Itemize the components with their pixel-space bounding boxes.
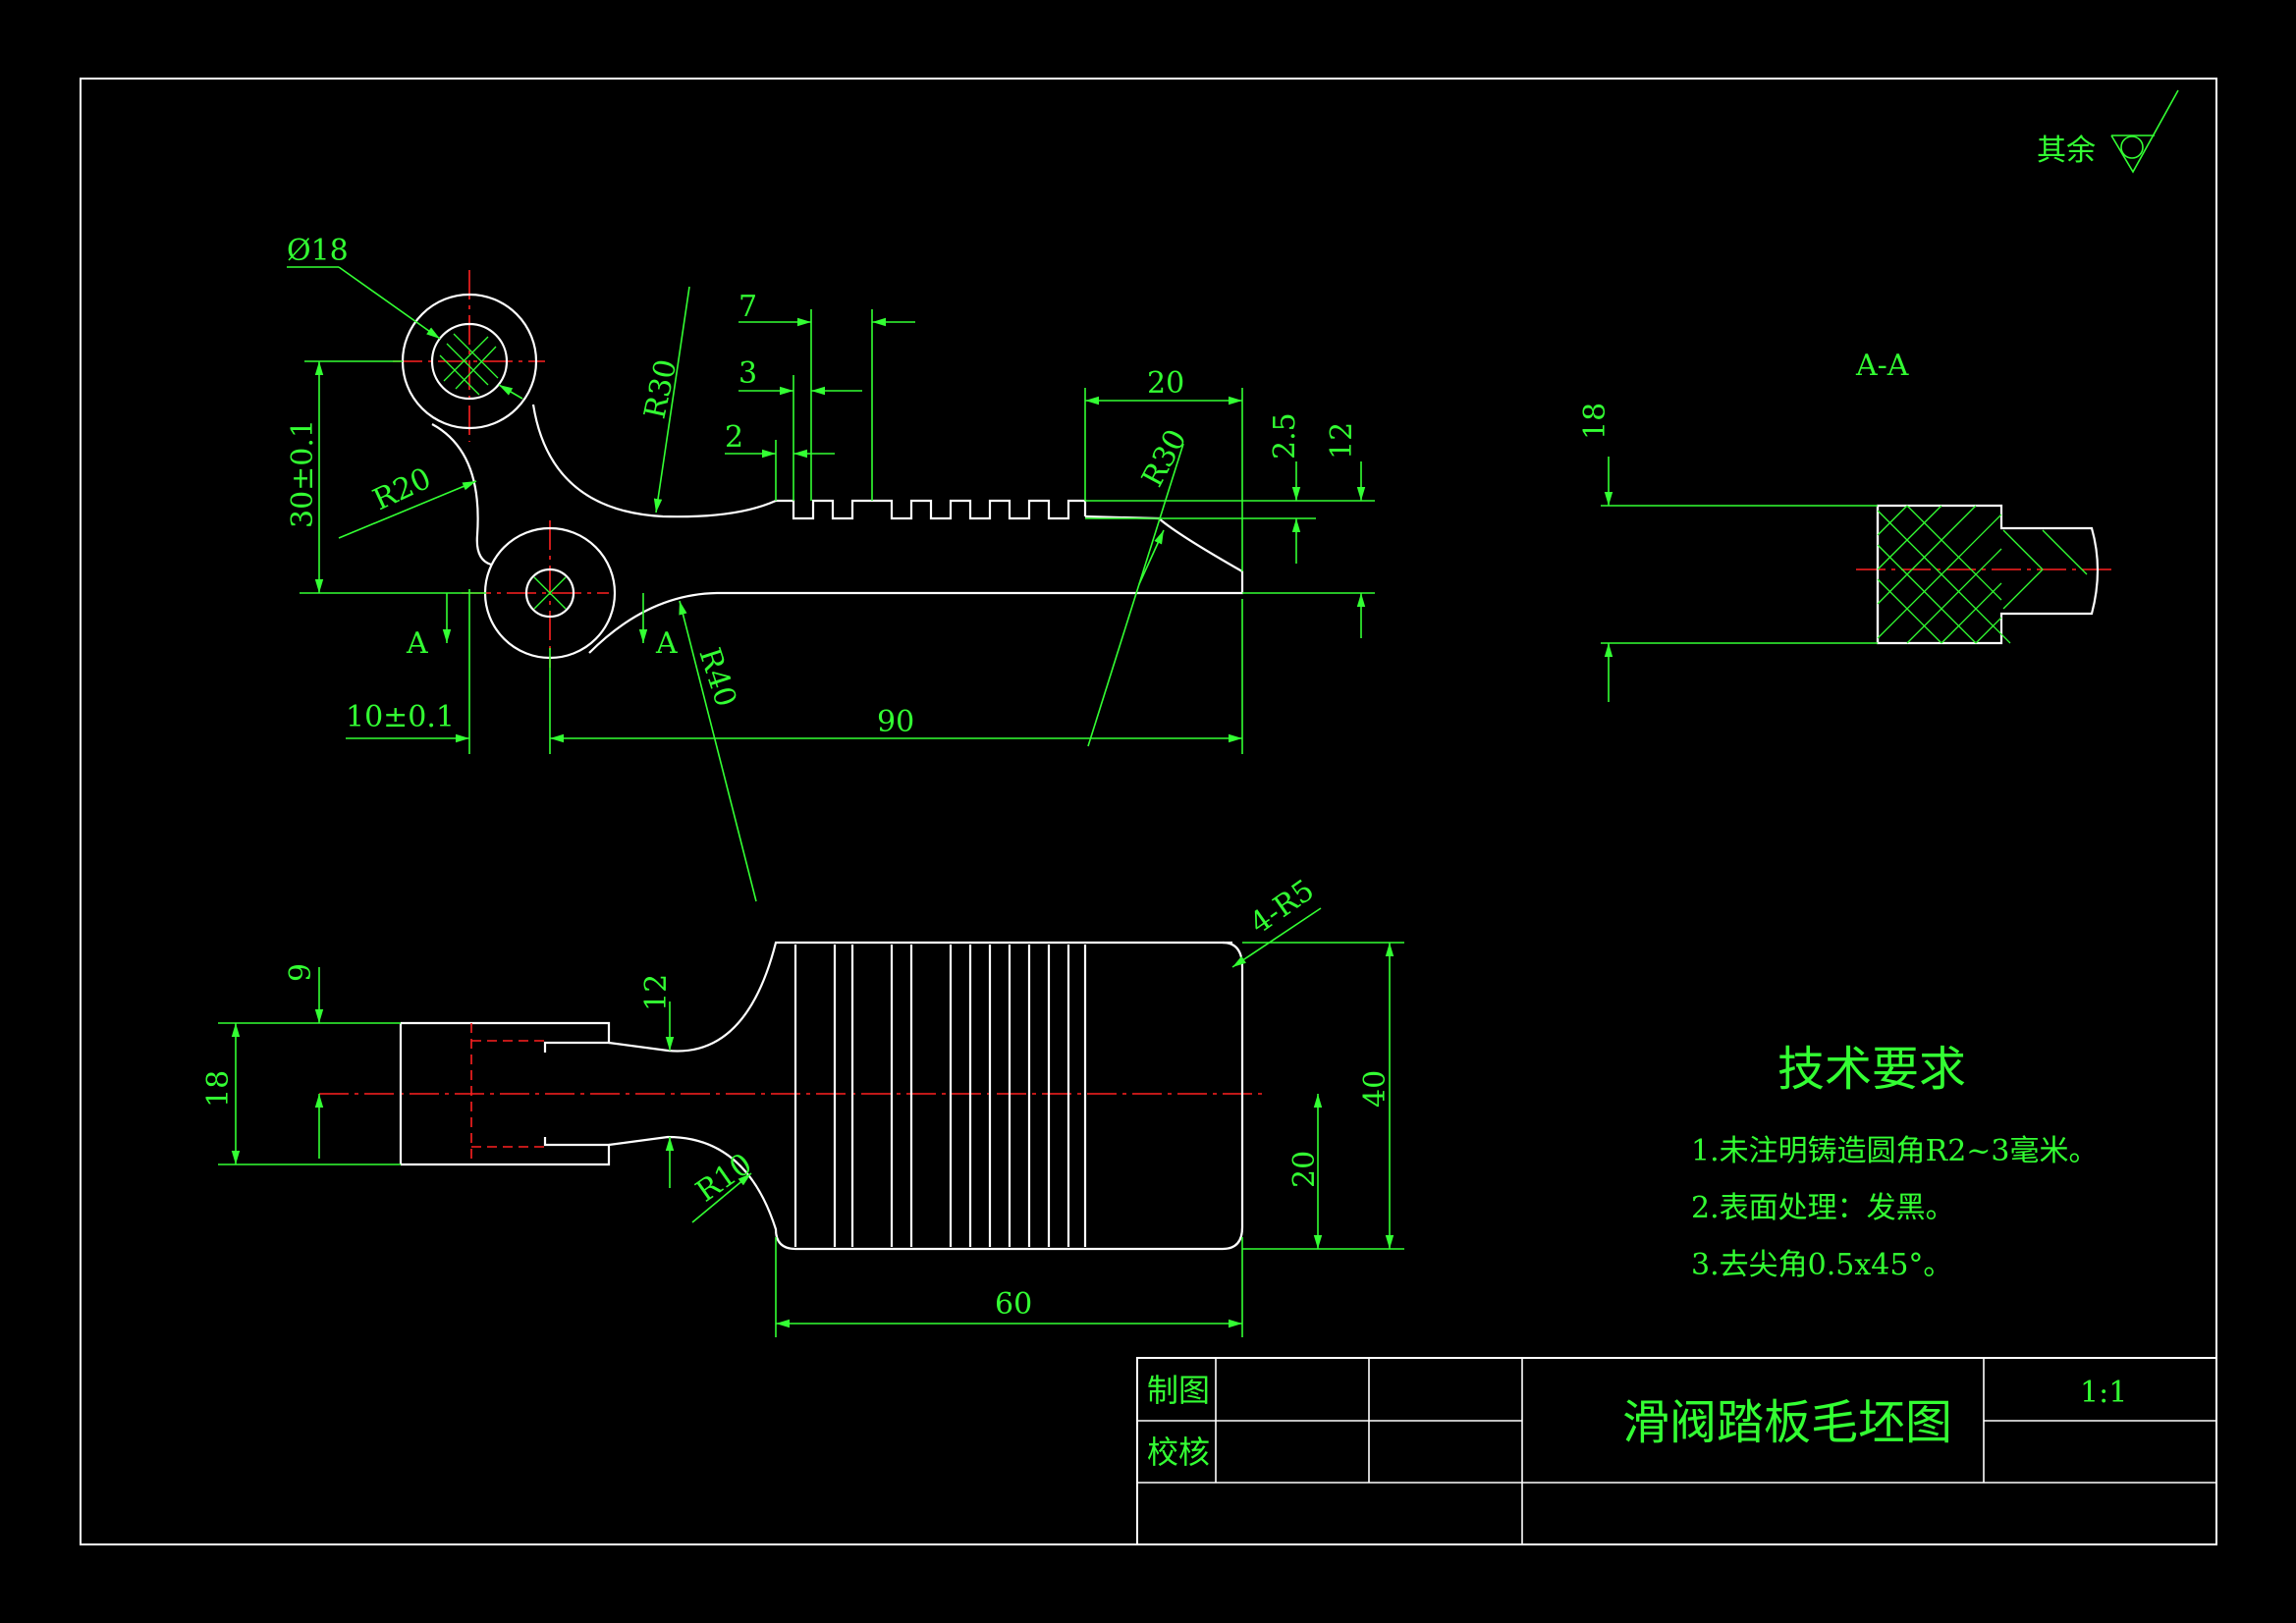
checked-label: 校核 xyxy=(1147,1434,1210,1471)
top-dim-20-label: 20 xyxy=(1287,1151,1322,1188)
surface-note-label: 其余 xyxy=(2037,134,2096,168)
dim-7-label: 7 xyxy=(738,290,757,324)
tech-item-3: 3.去尖角0.5x45°。 xyxy=(1691,1248,1952,1282)
surface-note: 其余 xyxy=(2037,89,2179,174)
r30-right-label: R30 xyxy=(1135,424,1193,493)
dia18-label: Ø18 xyxy=(287,234,349,268)
dim-3-label: 3 xyxy=(738,356,757,391)
top-dim-12-label: 12 xyxy=(639,974,674,1011)
roughness-symbol-icon xyxy=(2110,89,2179,174)
drawn-label: 制图 xyxy=(1147,1372,1210,1409)
title-block: 制图 校核 滑阀踏板毛坯图 1:1 xyxy=(1136,1357,2217,1545)
section-title: A-A xyxy=(1855,349,1909,383)
section-dim-18-label: 18 xyxy=(1578,403,1613,440)
dim-10-label: 10±0.1 xyxy=(346,700,455,734)
tech-requirements: 技术要求 1.未注明铸造圆角R2~3毫米。 2.表面处理：发黑。 3.去尖角0.… xyxy=(1691,1042,2099,1282)
top-view: 9 18 12 R10 4-R5 40 20 60 xyxy=(201,873,1404,1337)
dim-20-label: 20 xyxy=(1147,366,1184,401)
dim-30-label: 30±0.1 xyxy=(286,419,320,528)
section-view: A-A 18 xyxy=(1578,349,2111,702)
part-name: 滑阀踏板毛坯图 xyxy=(1622,1395,1952,1450)
top-r5-label: 4-R5 xyxy=(1244,873,1321,941)
top-r10-label: R10 xyxy=(690,1147,759,1210)
drawing-frame xyxy=(80,78,2217,1545)
section-mark-left: A xyxy=(406,626,428,661)
tech-item-2: 2.表面处理：发黑。 xyxy=(1691,1191,1955,1225)
front-view: Ø18 R20 R30 R30 R40 7 3 2 20 xyxy=(286,234,1375,902)
dim-2-label: 2 xyxy=(725,420,743,455)
tech-item-1: 1.未注明铸造圆角R2~3毫米。 xyxy=(1691,1134,2099,1168)
top-dim-40-label: 40 xyxy=(1358,1070,1393,1108)
dim-2-5-label: 2.5 xyxy=(1268,412,1302,460)
scale-value: 1:1 xyxy=(2080,1376,2127,1410)
dim-12-label: 12 xyxy=(1325,422,1359,460)
r20-label: R20 xyxy=(368,461,437,517)
top-dim-60-label: 60 xyxy=(995,1287,1032,1322)
tech-title: 技术要求 xyxy=(1777,1042,1966,1097)
top-dim-18-label: 18 xyxy=(201,1070,236,1108)
section-mark-right: A xyxy=(655,626,678,661)
dim-90-label: 90 xyxy=(877,705,914,739)
top-dim-9-label: 9 xyxy=(284,963,318,982)
